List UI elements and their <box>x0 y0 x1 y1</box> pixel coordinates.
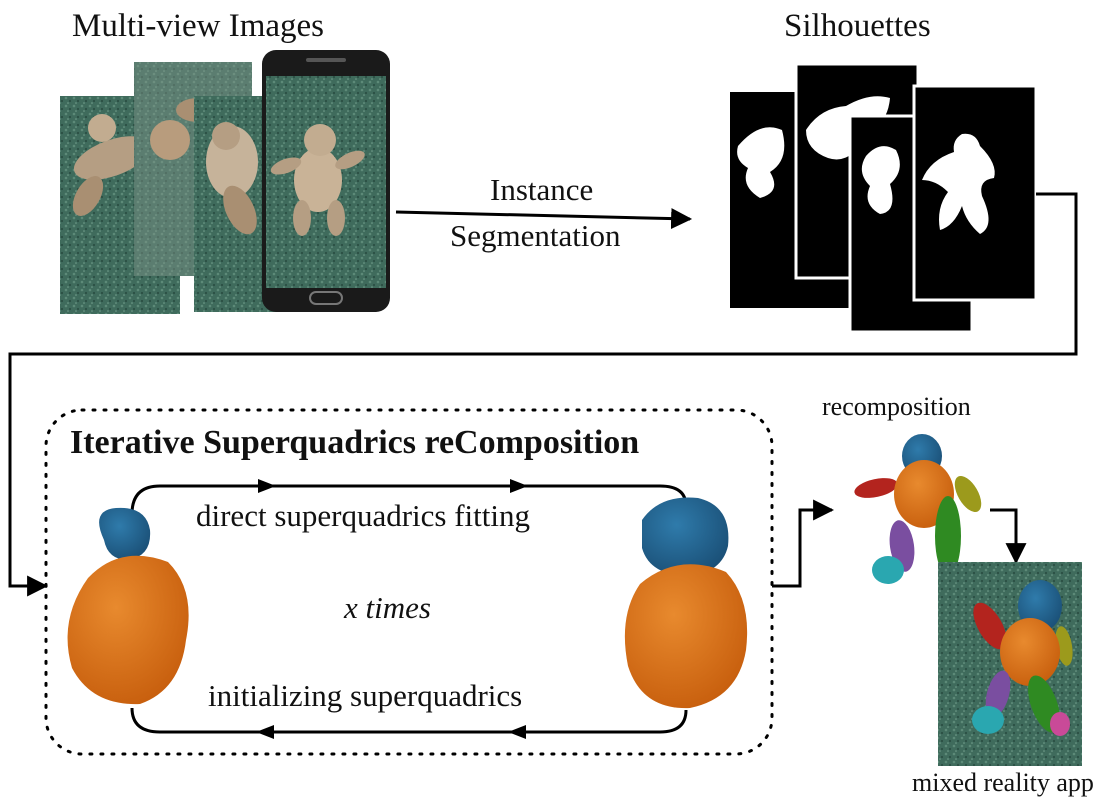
left-superquadric <box>67 507 189 705</box>
initializing-label: initializing superquadrics <box>208 678 523 713</box>
recomposed-figure <box>854 434 982 584</box>
direct-fitting-label: direct superquadrics fitting <box>196 498 531 533</box>
silhouettes <box>730 62 1038 334</box>
smartphone <box>262 50 390 312</box>
recomposition-arrow <box>772 499 835 588</box>
recomposition-label: recomposition <box>822 392 971 421</box>
isc-box <box>44 408 774 756</box>
mixed-reality-arrow <box>990 508 1027 565</box>
multiview-images <box>60 50 390 314</box>
iteration-loop <box>130 479 688 739</box>
segmentation-label: Segmentation <box>450 218 621 253</box>
mixed-reality-photo <box>938 562 1082 766</box>
isc-title: Iterative Superquadrics reComposition <box>70 424 640 461</box>
segmentation-arrow <box>395 208 693 230</box>
silhouettes-title: Silhouettes <box>784 8 931 44</box>
right-superquadric <box>624 497 748 709</box>
x-times-label: x times <box>344 590 431 625</box>
instance-label: Instance <box>490 172 594 207</box>
feedback-connector <box>8 192 1078 597</box>
multiview-title: Multi-view Images <box>72 8 325 44</box>
mixed-reality-label: mixed reality app <box>912 768 1094 797</box>
silhouette-4 <box>912 84 1038 302</box>
